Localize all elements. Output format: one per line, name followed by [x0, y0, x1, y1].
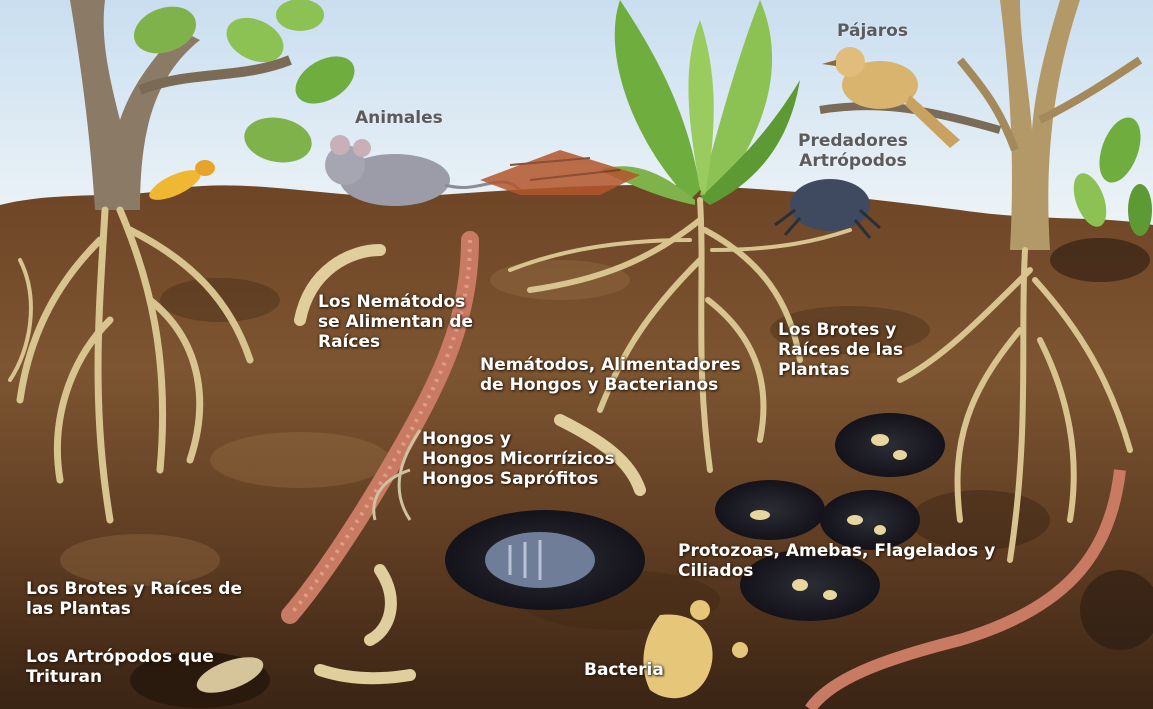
label-brotes-raices-derecha: Los Brotes y Raíces de las Plantas [778, 320, 903, 380]
label-bacteria: Bacteria [584, 660, 664, 680]
label-protozoas: Protozoas, Amebas, Flagelados y Ciliados [678, 541, 995, 581]
label-predadores-artropodos: Predadores Artrópodos [798, 131, 908, 171]
label-brotes-raices-izquierda: Los Brotes y Raíces de las Plantas [26, 579, 242, 619]
label-pajaros: Pájaros [837, 21, 908, 41]
soil-pore-larva [445, 510, 645, 610]
label-hongos: Hongos y Hongos Micorrízicos Hongos Sapr… [422, 429, 615, 489]
label-animales: Animales [355, 108, 443, 128]
label-nematodos-raices: Los Nemátodos se Alimentan de Raíces [318, 292, 473, 352]
label-nematodos-hongos-bacterianos: Nemátodos, Alimentadores de Hongos y Bac… [480, 355, 741, 395]
label-artropodos-trituran: Los Artrópodos que Trituran [26, 647, 214, 687]
